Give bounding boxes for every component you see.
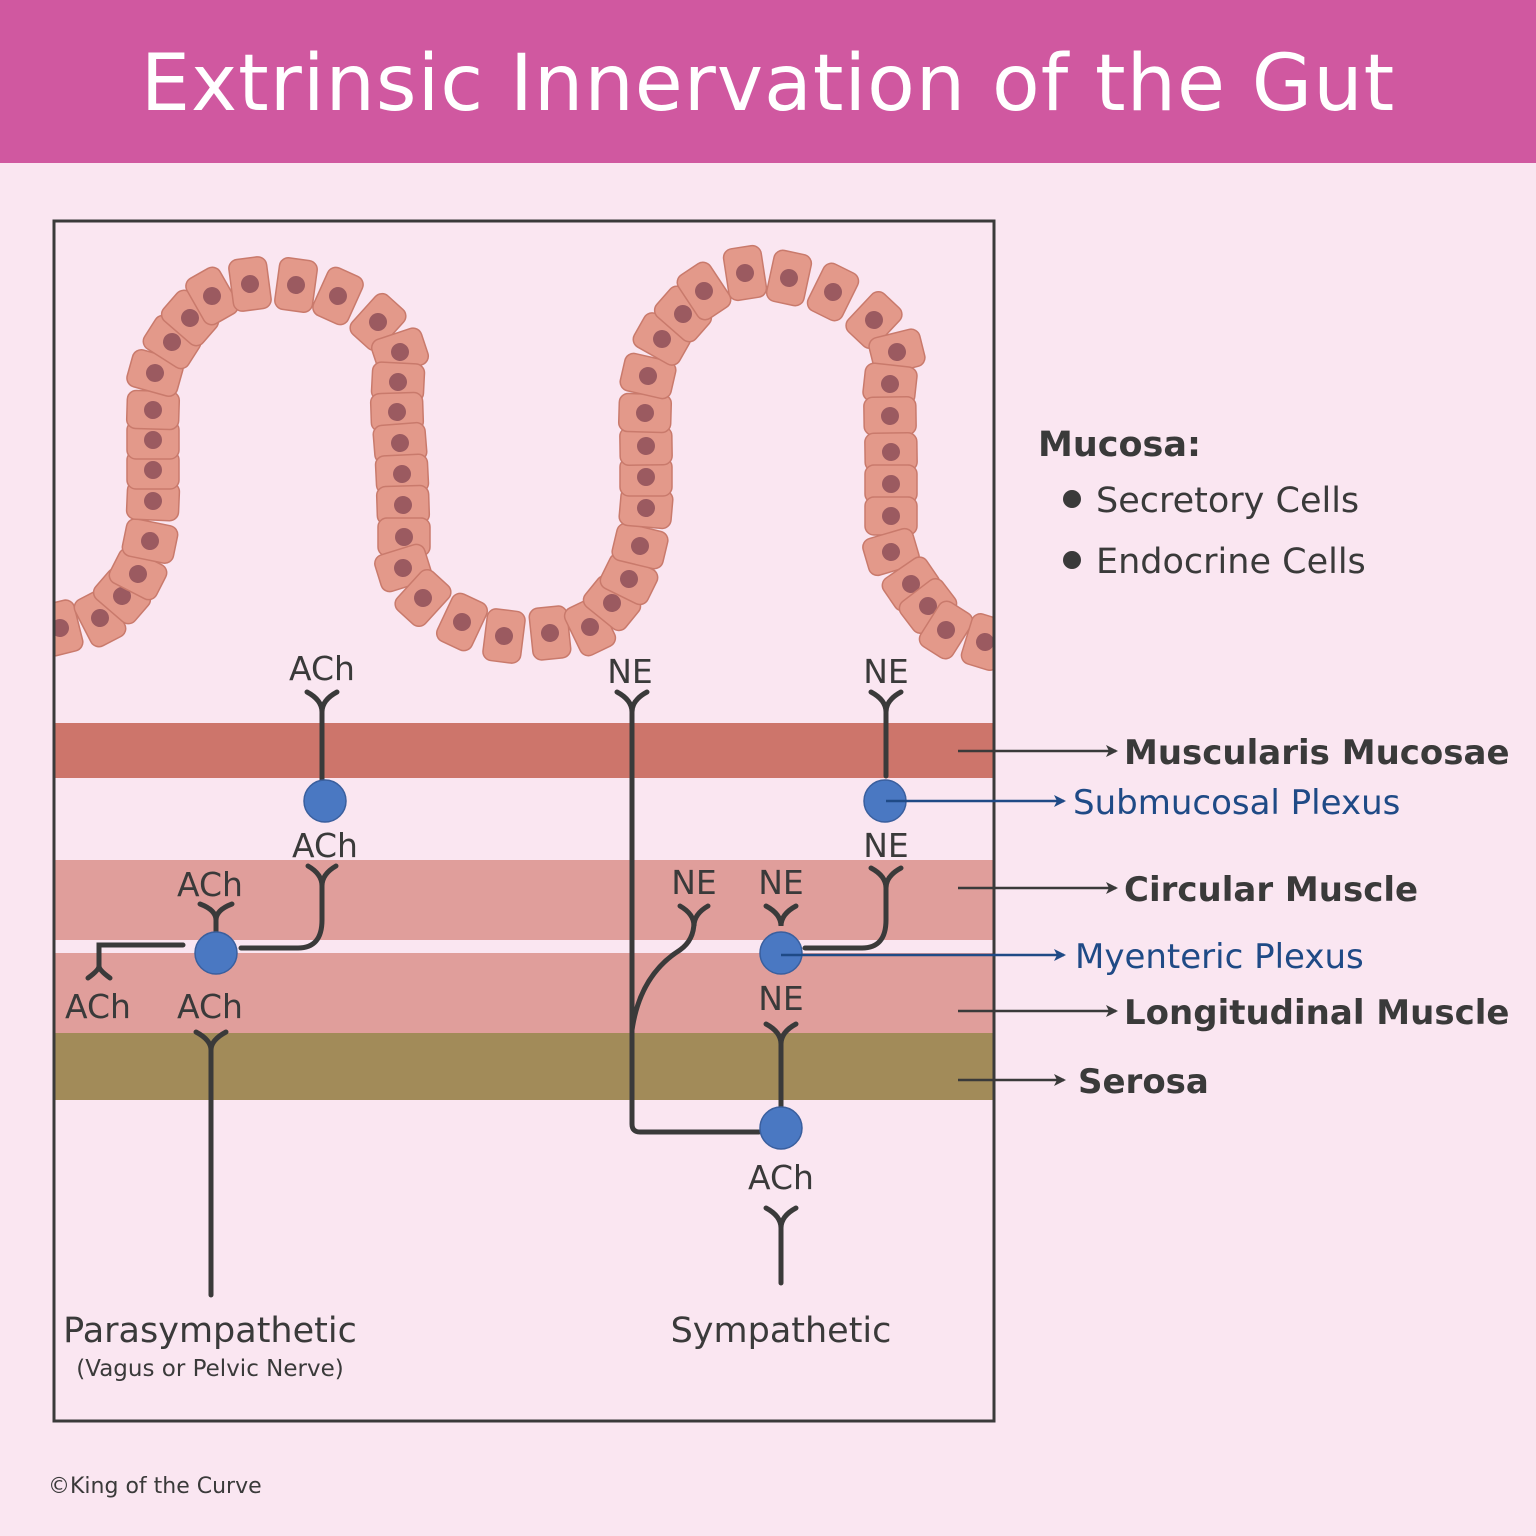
receptor-fork xyxy=(305,863,339,887)
epithelial-cell xyxy=(845,291,903,349)
epithelial-cell xyxy=(482,608,526,664)
epithelial-cell xyxy=(918,600,974,660)
receptor-fork xyxy=(614,689,650,713)
mucosa-epithelium xyxy=(55,244,993,671)
epithelial-cell xyxy=(618,486,674,530)
label-ne: NE xyxy=(863,826,909,865)
epithelial-cell xyxy=(185,266,239,326)
label-ach: ACh xyxy=(289,649,355,688)
serosa-layer xyxy=(55,1033,993,1100)
epithelial-cell xyxy=(349,292,407,352)
receptor-fork xyxy=(763,1021,799,1045)
epithelial-cell xyxy=(528,605,572,661)
label-ne: NE xyxy=(863,652,909,691)
epithelial-cell xyxy=(806,262,860,322)
epithelial-cell xyxy=(228,256,272,312)
epithelial-cell xyxy=(765,249,813,307)
mucosa-item-endocrine: Endocrine Cells xyxy=(1096,542,1366,582)
epithelial-cell xyxy=(435,592,489,652)
serosa-label: Serosa xyxy=(1078,1062,1209,1102)
epithelial-cell xyxy=(863,396,917,436)
layer-pointers xyxy=(781,745,1118,1086)
copyright-notice: ©King of the Curve xyxy=(48,1474,262,1499)
circular-muscle-label: Circular Muscle xyxy=(1124,870,1418,910)
myenteric-neuron xyxy=(759,931,803,975)
label-ne: NE xyxy=(758,863,804,902)
epithelial-cell xyxy=(369,391,425,433)
receptor-fork xyxy=(868,865,904,889)
mucosa-heading: Mucosa: xyxy=(1038,425,1201,465)
longitudinal-muscle-label: Longitudinal Muscle xyxy=(1124,993,1509,1033)
receptor-fork xyxy=(677,903,711,927)
receptor-fork xyxy=(763,1205,799,1229)
parasympathetic-note: (Vagus or Pelvic Nerve) xyxy=(76,1356,343,1382)
page-title: Extrinsic Innervation of the Gut xyxy=(140,39,1396,129)
myenteric-plexus-label: Myenteric Plexus xyxy=(1075,937,1364,977)
branch-to-circular xyxy=(629,919,697,1033)
label-ne: NE xyxy=(758,979,804,1018)
diagram-frame xyxy=(52,219,996,1423)
label-ach: ACh xyxy=(292,826,358,865)
label-ach: ACh xyxy=(65,987,131,1026)
epithelial-cell xyxy=(881,556,941,612)
receptor-fork xyxy=(193,1029,229,1051)
axon-up-ach xyxy=(238,877,325,951)
neurons xyxy=(194,779,907,1150)
epithelial-cell xyxy=(611,522,669,570)
epithelial-cell xyxy=(722,244,768,302)
epithelial-cell xyxy=(862,527,920,577)
epithelial-cell xyxy=(121,518,179,564)
epithelial-cell xyxy=(274,257,318,313)
bullet-icon xyxy=(1063,551,1081,569)
receptor-fork xyxy=(85,965,113,981)
receptor-fork xyxy=(763,903,799,927)
bullet-icon xyxy=(1063,490,1081,508)
label-ach: ACh xyxy=(748,1158,814,1197)
epithelial-cell xyxy=(864,464,918,504)
prevertebral-ganglion-neuron xyxy=(759,1106,803,1150)
title-banner: Extrinsic Innervation of the Gut xyxy=(0,0,1536,163)
label-ach: ACh xyxy=(177,987,243,1026)
receptor-fork xyxy=(304,689,340,713)
circular-muscle-layer xyxy=(55,860,993,940)
neural-pathways xyxy=(85,689,904,1298)
mucosa-item-secretory: Secretory Cells xyxy=(1096,481,1359,521)
muscularis-mucosae-label: Muscularis Mucosae xyxy=(1124,733,1510,773)
parasympathetic-label: Parasympathetic xyxy=(63,1311,357,1351)
axon-left xyxy=(96,942,186,971)
sympathetic-label: Sympathetic xyxy=(671,1311,892,1351)
receptor-fork xyxy=(868,689,904,713)
epithelial-cell xyxy=(394,568,452,628)
muscularis-mucosae-layer xyxy=(55,723,993,778)
label-ne: NE xyxy=(671,863,717,902)
axon-up-ne xyxy=(802,879,889,951)
epithelial-cell xyxy=(160,289,220,347)
myenteric-neuron xyxy=(194,931,238,975)
label-ach: ACh xyxy=(177,865,243,904)
label-ne: NE xyxy=(607,652,653,691)
epithelial-cell xyxy=(312,266,364,326)
epithelial-cell xyxy=(125,480,181,522)
postganglionic-fiber xyxy=(629,702,762,1135)
epithelial-cell xyxy=(619,352,677,400)
submucosal-plexus-label: Submucosal Plexus xyxy=(1073,783,1400,823)
epithelial-cell xyxy=(676,261,732,321)
submucosal-neuron xyxy=(303,779,347,823)
